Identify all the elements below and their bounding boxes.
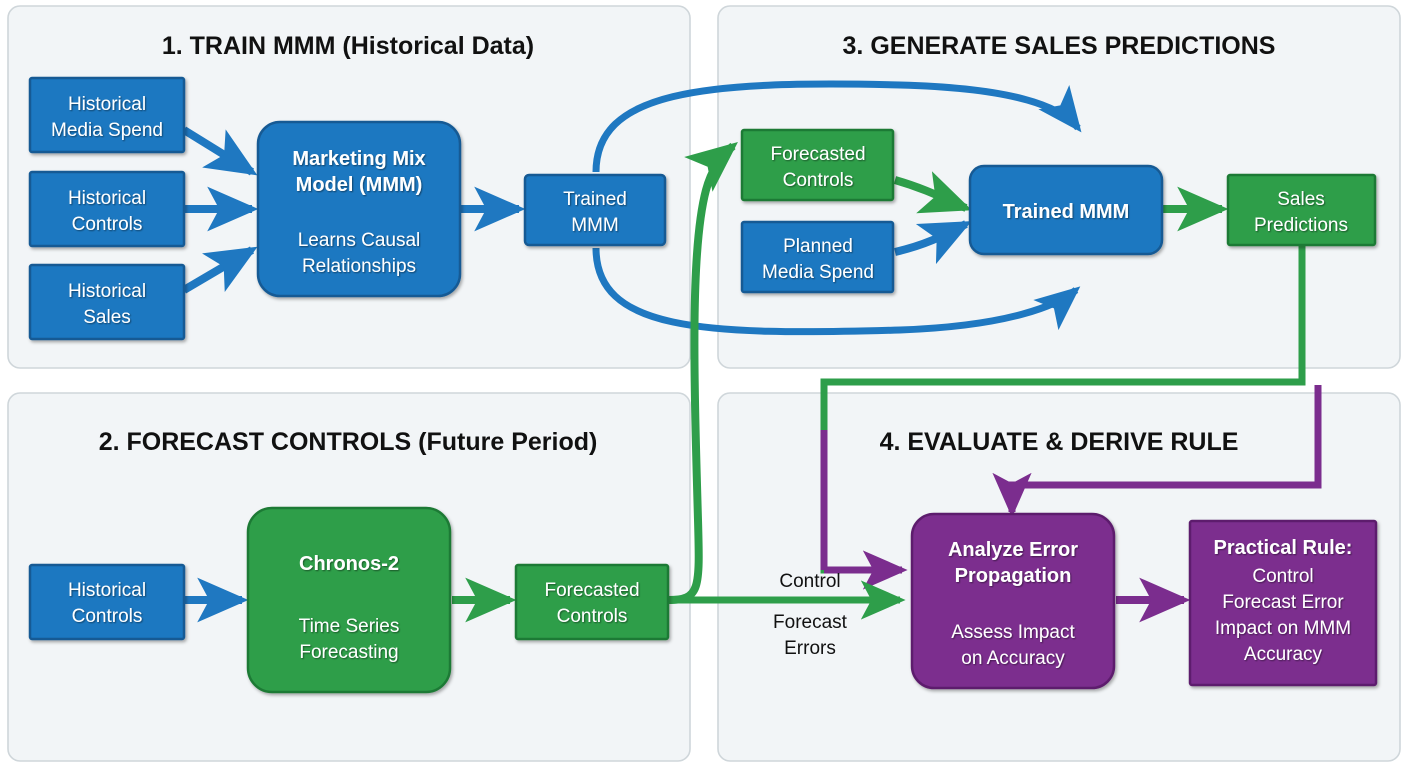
node-label: Media Spend (762, 262, 874, 283)
node-title: Chronos-2 (299, 553, 399, 575)
edge-trained-mmm-to-panel3-top (592, 80, 1082, 173)
node-sales-predictions[interactable]: Sales Predictions (1226, 173, 1377, 247)
node-subtitle: Forecasting (299, 642, 398, 663)
node-forecasted-controls-panel2[interactable]: Forecasted Controls (514, 563, 670, 641)
panel-4-title: 4. EVALUATE & DERIVE RULE (880, 428, 1239, 456)
panel-1-title: 1. TRAIN MMM (Historical Data) (162, 32, 534, 60)
node-label: Controls (557, 606, 628, 627)
node-label: Control (1252, 566, 1313, 587)
node-title: Analyze Error (948, 539, 1078, 561)
node-label: Historical (68, 281, 146, 302)
node-historical-controls[interactable]: Historical Controls (28, 170, 186, 248)
panel-2-title: 2. FORECAST CONTROLS (Future Period) (99, 428, 598, 456)
node-title: Marketing Mix (292, 148, 425, 170)
node-subtitle: on Accuracy (961, 648, 1065, 669)
node-analyze-error-propagation[interactable]: Analyze Error Propagation Assess Impact … (910, 512, 1116, 690)
node-label: Forecasted (544, 580, 639, 601)
node-chronos-2[interactable]: Chronos-2 Time Series Forecasting (246, 506, 452, 694)
node-label: Historical (68, 94, 146, 115)
node-label: Controls (72, 214, 143, 235)
edge-label-errors: Errors (784, 638, 836, 659)
edge-label-control: Control (779, 571, 840, 592)
node-label: Controls (72, 606, 143, 627)
node-trained-mmm-panel3[interactable]: Trained MMM (968, 164, 1164, 256)
node-subtitle: Relationships (302, 256, 416, 277)
arrow-planned-media-to-trained-mmm (894, 220, 972, 265)
node-label: Predictions (1254, 215, 1348, 236)
node-planned-media-spend[interactable]: Planned Media Spend (740, 220, 895, 294)
edge-feedback-to-analyze-top (992, 385, 1322, 518)
node-label: Planned (783, 236, 853, 257)
node-label: Historical (68, 188, 146, 209)
node-subtitle: Learns Causal (298, 230, 421, 251)
node-title: Practical Rule: (1214, 537, 1353, 559)
node-historical-controls-panel2[interactable]: Historical Controls (28, 563, 186, 641)
node-subtitle: Assess Impact (951, 622, 1075, 643)
edge-label-forecast: Forecast (773, 612, 848, 633)
node-label: Sales (83, 307, 131, 328)
node-label: Historical (68, 580, 146, 601)
panel-3-title: 3. GENERATE SALES PREDICTIONS (843, 32, 1276, 60)
node-label: Trained (563, 189, 627, 210)
node-title: Trained MMM (1003, 201, 1130, 223)
node-title: Propagation (955, 565, 1072, 587)
node-label: Forecasted (770, 144, 865, 165)
node-marketing-mix-model[interactable]: Marketing Mix Model (MMM) Learns Causal … (256, 120, 462, 298)
arrow-hist-sales-to-mmm (181, 246, 258, 294)
arrow-hist-media-to-mmm (181, 126, 258, 176)
edge-forecasted-controls-p2-to-p3 (667, 141, 738, 604)
node-trained-mmm-panel1[interactable]: Trained MMM (523, 173, 667, 247)
node-practical-rule[interactable]: Practical Rule: Control Forecast Error I… (1188, 519, 1378, 687)
edge-trained-mmm-to-panel3-bottom (592, 247, 1081, 336)
node-forecasted-controls-panel3[interactable]: Forecasted Controls (740, 128, 895, 202)
node-label: Forecast Error (1222, 592, 1344, 613)
node-label: Sales (1277, 189, 1325, 210)
node-label: Media Spend (51, 120, 163, 141)
arrow-forecasted-controls-to-trained-mmm (893, 171, 972, 214)
node-label: Accuracy (1244, 644, 1323, 665)
node-historical-sales[interactable]: Historical Sales (28, 263, 186, 341)
node-historical-media-spend[interactable]: Historical Media Spend (28, 76, 186, 154)
node-subtitle: Time Series (299, 616, 400, 637)
node-label: Controls (783, 170, 854, 191)
node-label: Impact on MMM (1215, 618, 1351, 639)
node-title: Model (MMM) (296, 174, 423, 196)
node-label: MMM (571, 215, 618, 236)
